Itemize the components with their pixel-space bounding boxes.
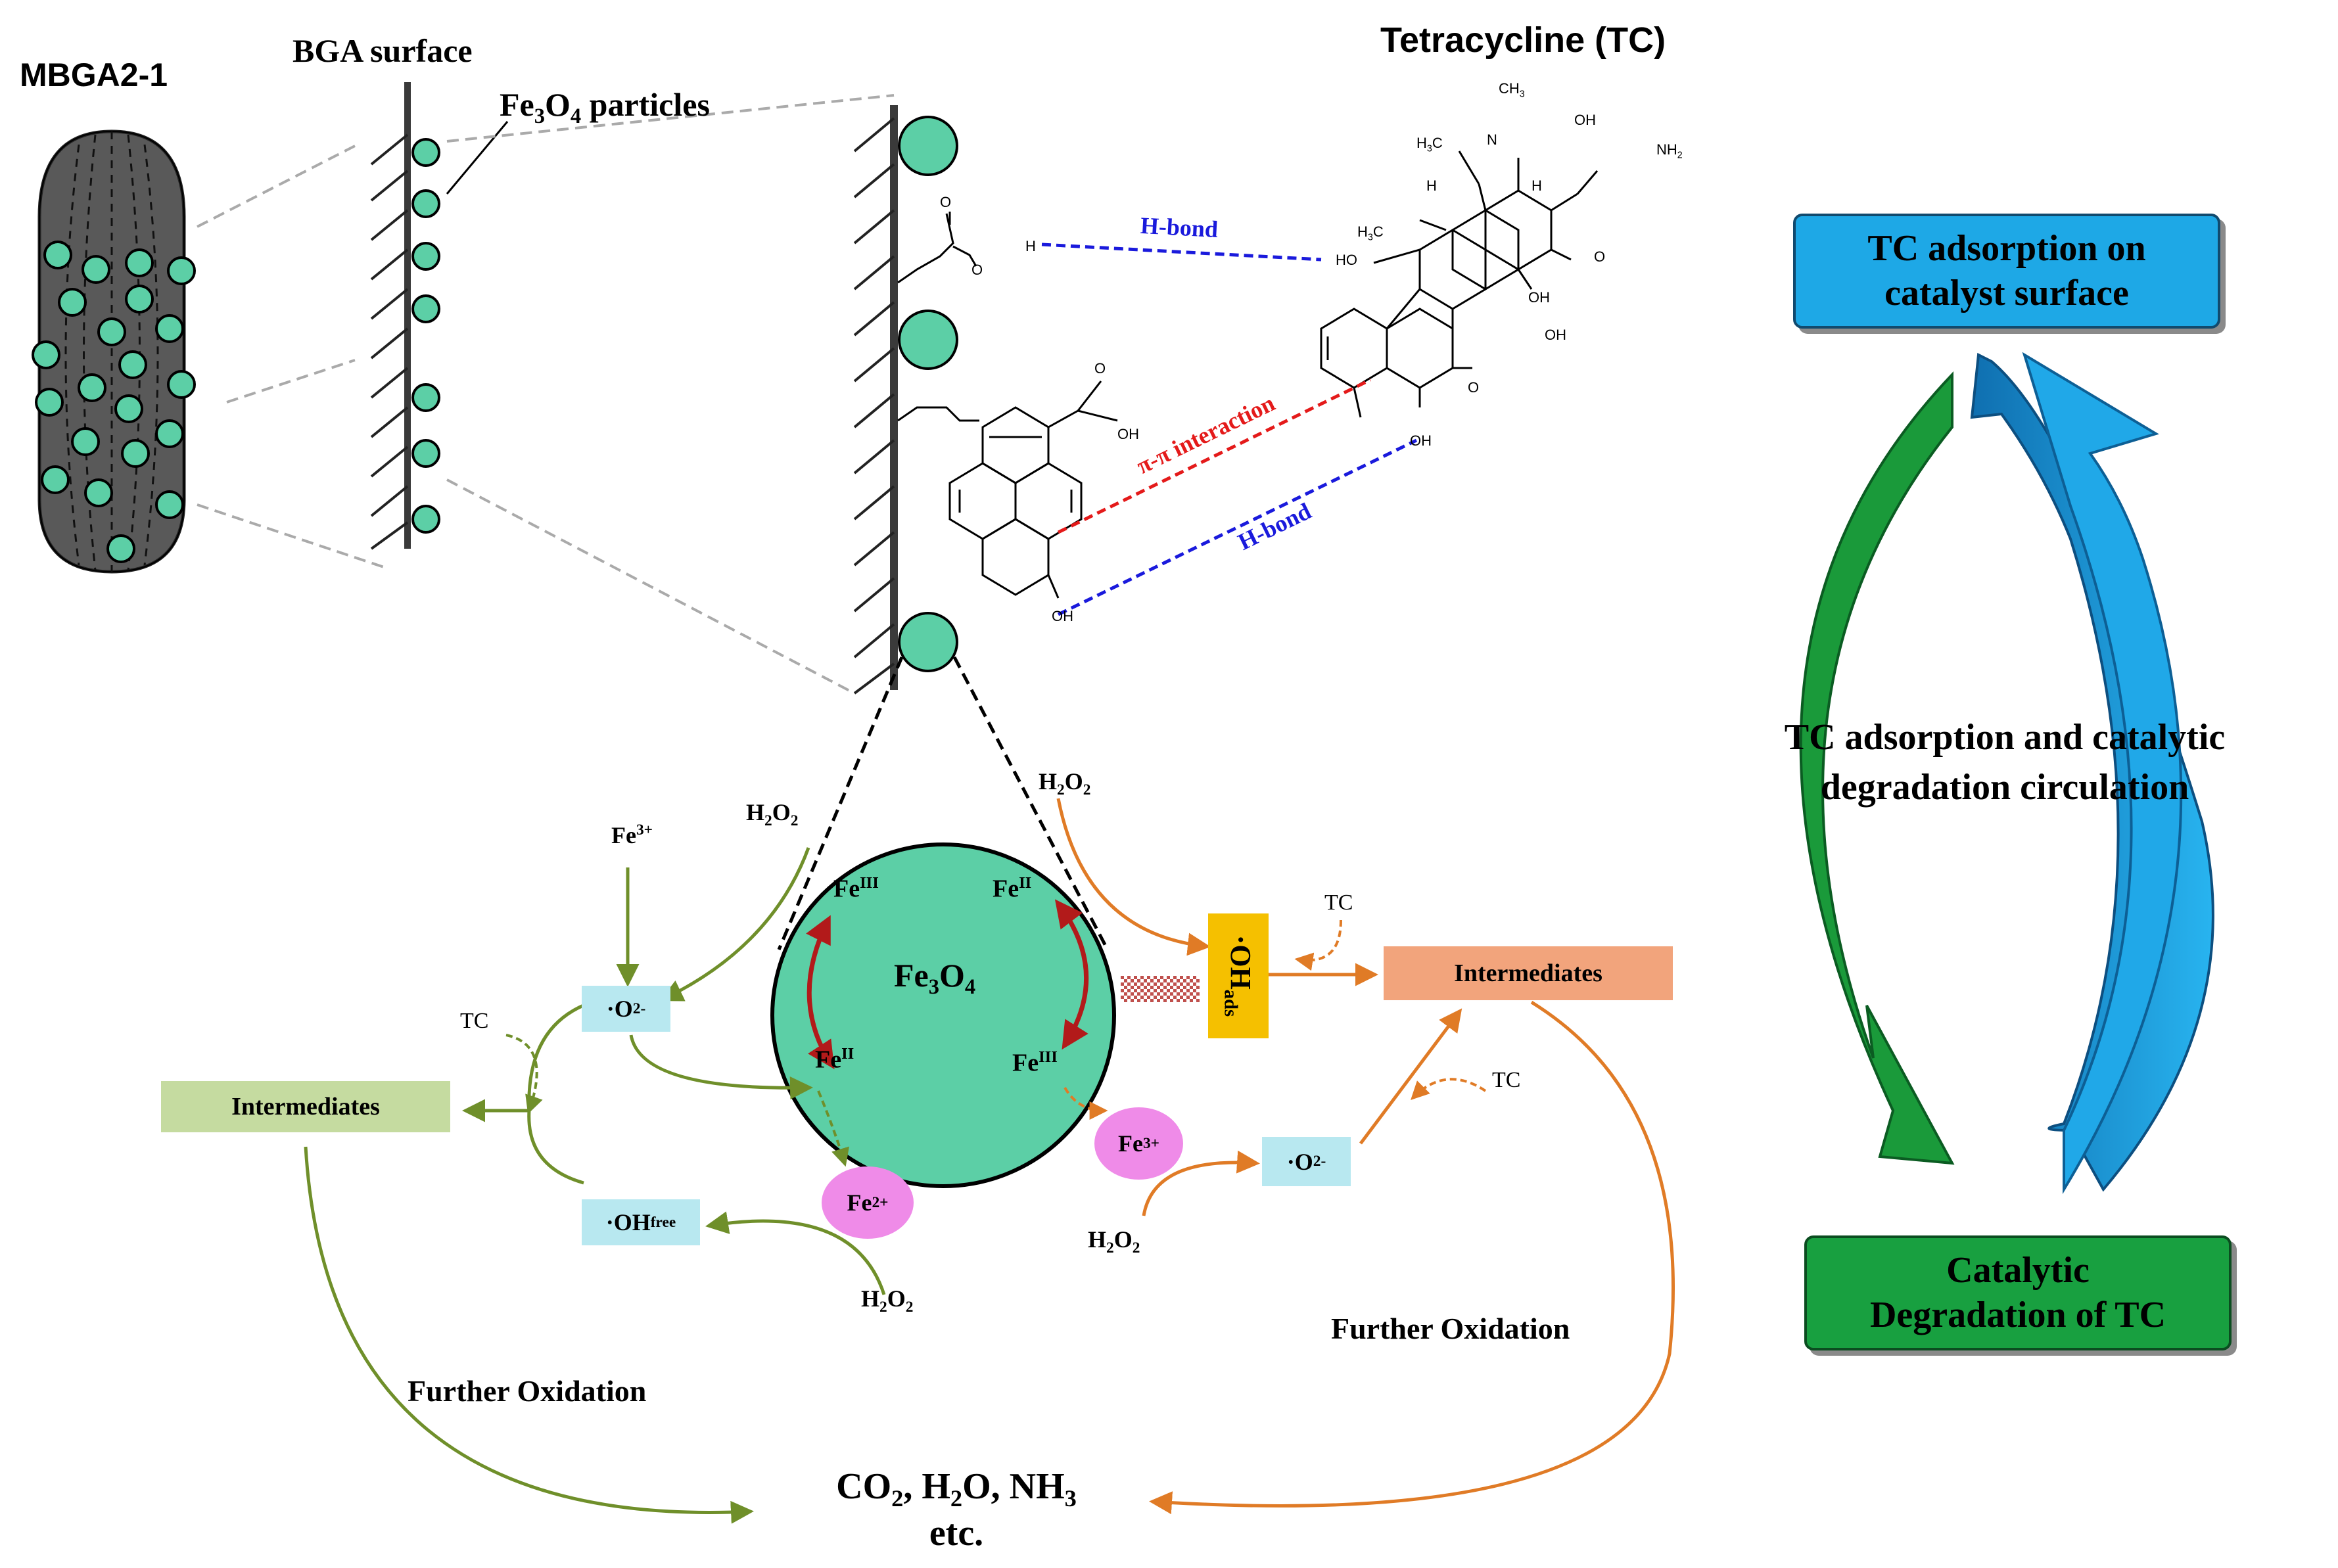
fe3o4-core [770,842,1116,1188]
zoom-lines-3 [777,656,1110,951]
atom-n: N [1487,131,1497,148]
atom-o1: O [1594,248,1606,265]
bga-surface [370,82,509,550]
arrow-tc-right [1411,1078,1487,1100]
fe3plus-left: Fe3+ [611,821,653,848]
arrow-h2o2-to-o2 [659,847,810,1002]
arrow-o2-to-feII [629,1034,813,1100]
core-fe3o4-label: Fe3O4 [894,957,976,999]
arrow-o2-to-intermediates-right [1359,1008,1462,1145]
atom-oh4: OH [1410,432,1432,449]
arrow-h2o2-to-ohfree [705,1211,886,1295]
arrow-feIII-to-fe3plus [1064,1086,1108,1120]
atom-oh3: OH [1545,327,1566,343]
arrow-feII-to-fe2plus [817,1090,849,1167]
arrow-tc-left [505,1034,543,1115]
intermediates-left: Intermediates [161,1081,450,1132]
fe3o4-particles-label: Fe3O4 particles [500,86,710,128]
atom-h3c-2: H3C [1357,223,1384,243]
bga-surface-label: BGA surface [292,32,473,69]
atom-o-carboxyl2: O [971,262,983,278]
arrow-h2o2-to-ohads [1056,798,1211,956]
tetracycline-structure [1320,150,1599,418]
h2o2-topright: H2O2 [1039,768,1091,799]
core-feIII-bottomright: FeIII [1012,1048,1058,1077]
zoom-lines-1 [197,145,388,570]
arrow-further-oxidation-right [1149,1000,1675,1515]
further-oxidation-right: Further Oxidation [1331,1312,1570,1345]
h2o2-right: H2O2 [1088,1226,1140,1257]
tc-adsorption-box: TC adsorption on catalyst surface [1793,214,2220,329]
cycle-blue-arrow [2022,352,2183,1195]
hbond-top-label: H-bond [1140,212,1219,243]
redox-arrow-right [1054,899,1089,1050]
oh-ads-radical: ·OHads [1208,913,1269,1038]
atom-oh-cooh: OH [1117,426,1139,442]
intermediates-right: Intermediates [1384,946,1673,1000]
pipi-line [1057,378,1372,534]
atom-h2: H [1531,177,1542,194]
atom-h3c-n: H3C [1416,135,1443,154]
atom-o-pyrene: O [1094,360,1106,377]
circulation-center-label: TC adsorption and catalytic degradation … [1784,717,2226,808]
tc-right: TC [1492,1068,1521,1092]
h2o2-bottom: H2O2 [861,1285,914,1316]
zoom-lines-2 [446,94,895,695]
atom-nh2: NH2 [1656,141,1683,161]
mbga-capsule [37,129,186,574]
arrow-further-oxidation-left [304,1146,754,1524]
atom-ch3-top: CH3 [1499,80,1525,100]
core-feII-topright: FeII [993,874,1032,903]
tc-top-right: TC [1324,890,1353,915]
atom-ho1: HO [1336,252,1357,268]
atom-o-carboxyl: O [940,194,952,210]
hatched-bridge [1121,976,1200,1002]
atom-oh2: OH [1528,289,1550,306]
catalytic-degradation-box: Catalytic Degradation of TC [1804,1235,2232,1350]
atom-h1: H [1426,177,1437,194]
atom-h-carboxyl: H [1025,238,1036,254]
tetracycline-title: Tetracycline (TC) [1380,20,1666,60]
cycle-green-arrow [1799,371,1955,1165]
large-surface [853,105,1118,695]
arrow-h2o2-to-o2-right [1142,1150,1260,1216]
core-feIII-topleft: FeIII [833,874,879,903]
pyrene-structure [948,380,1118,599]
core-feII-bottomleft: FeII [815,1045,854,1074]
hbond-bottom-line [1057,438,1418,616]
mbga-particles [32,241,196,563]
final-products: CO2, H2O, NH3 etc. [836,1466,1077,1554]
hbond-top-line [1041,242,1322,262]
h2o2-topleft: H2O2 [746,799,799,830]
atom-o2: O [1468,379,1480,396]
arrow-tc-top-right [1294,919,1342,971]
redox-arrow-left [806,915,835,1070]
mbga-label: MBGA2-1 [20,57,168,93]
tc-left: TC [460,1009,489,1033]
atom-oh1: OH [1574,112,1596,128]
further-oxidation-left: Further Oxidation [408,1374,647,1408]
atom-oh-pyrene: OH [1052,608,1073,624]
